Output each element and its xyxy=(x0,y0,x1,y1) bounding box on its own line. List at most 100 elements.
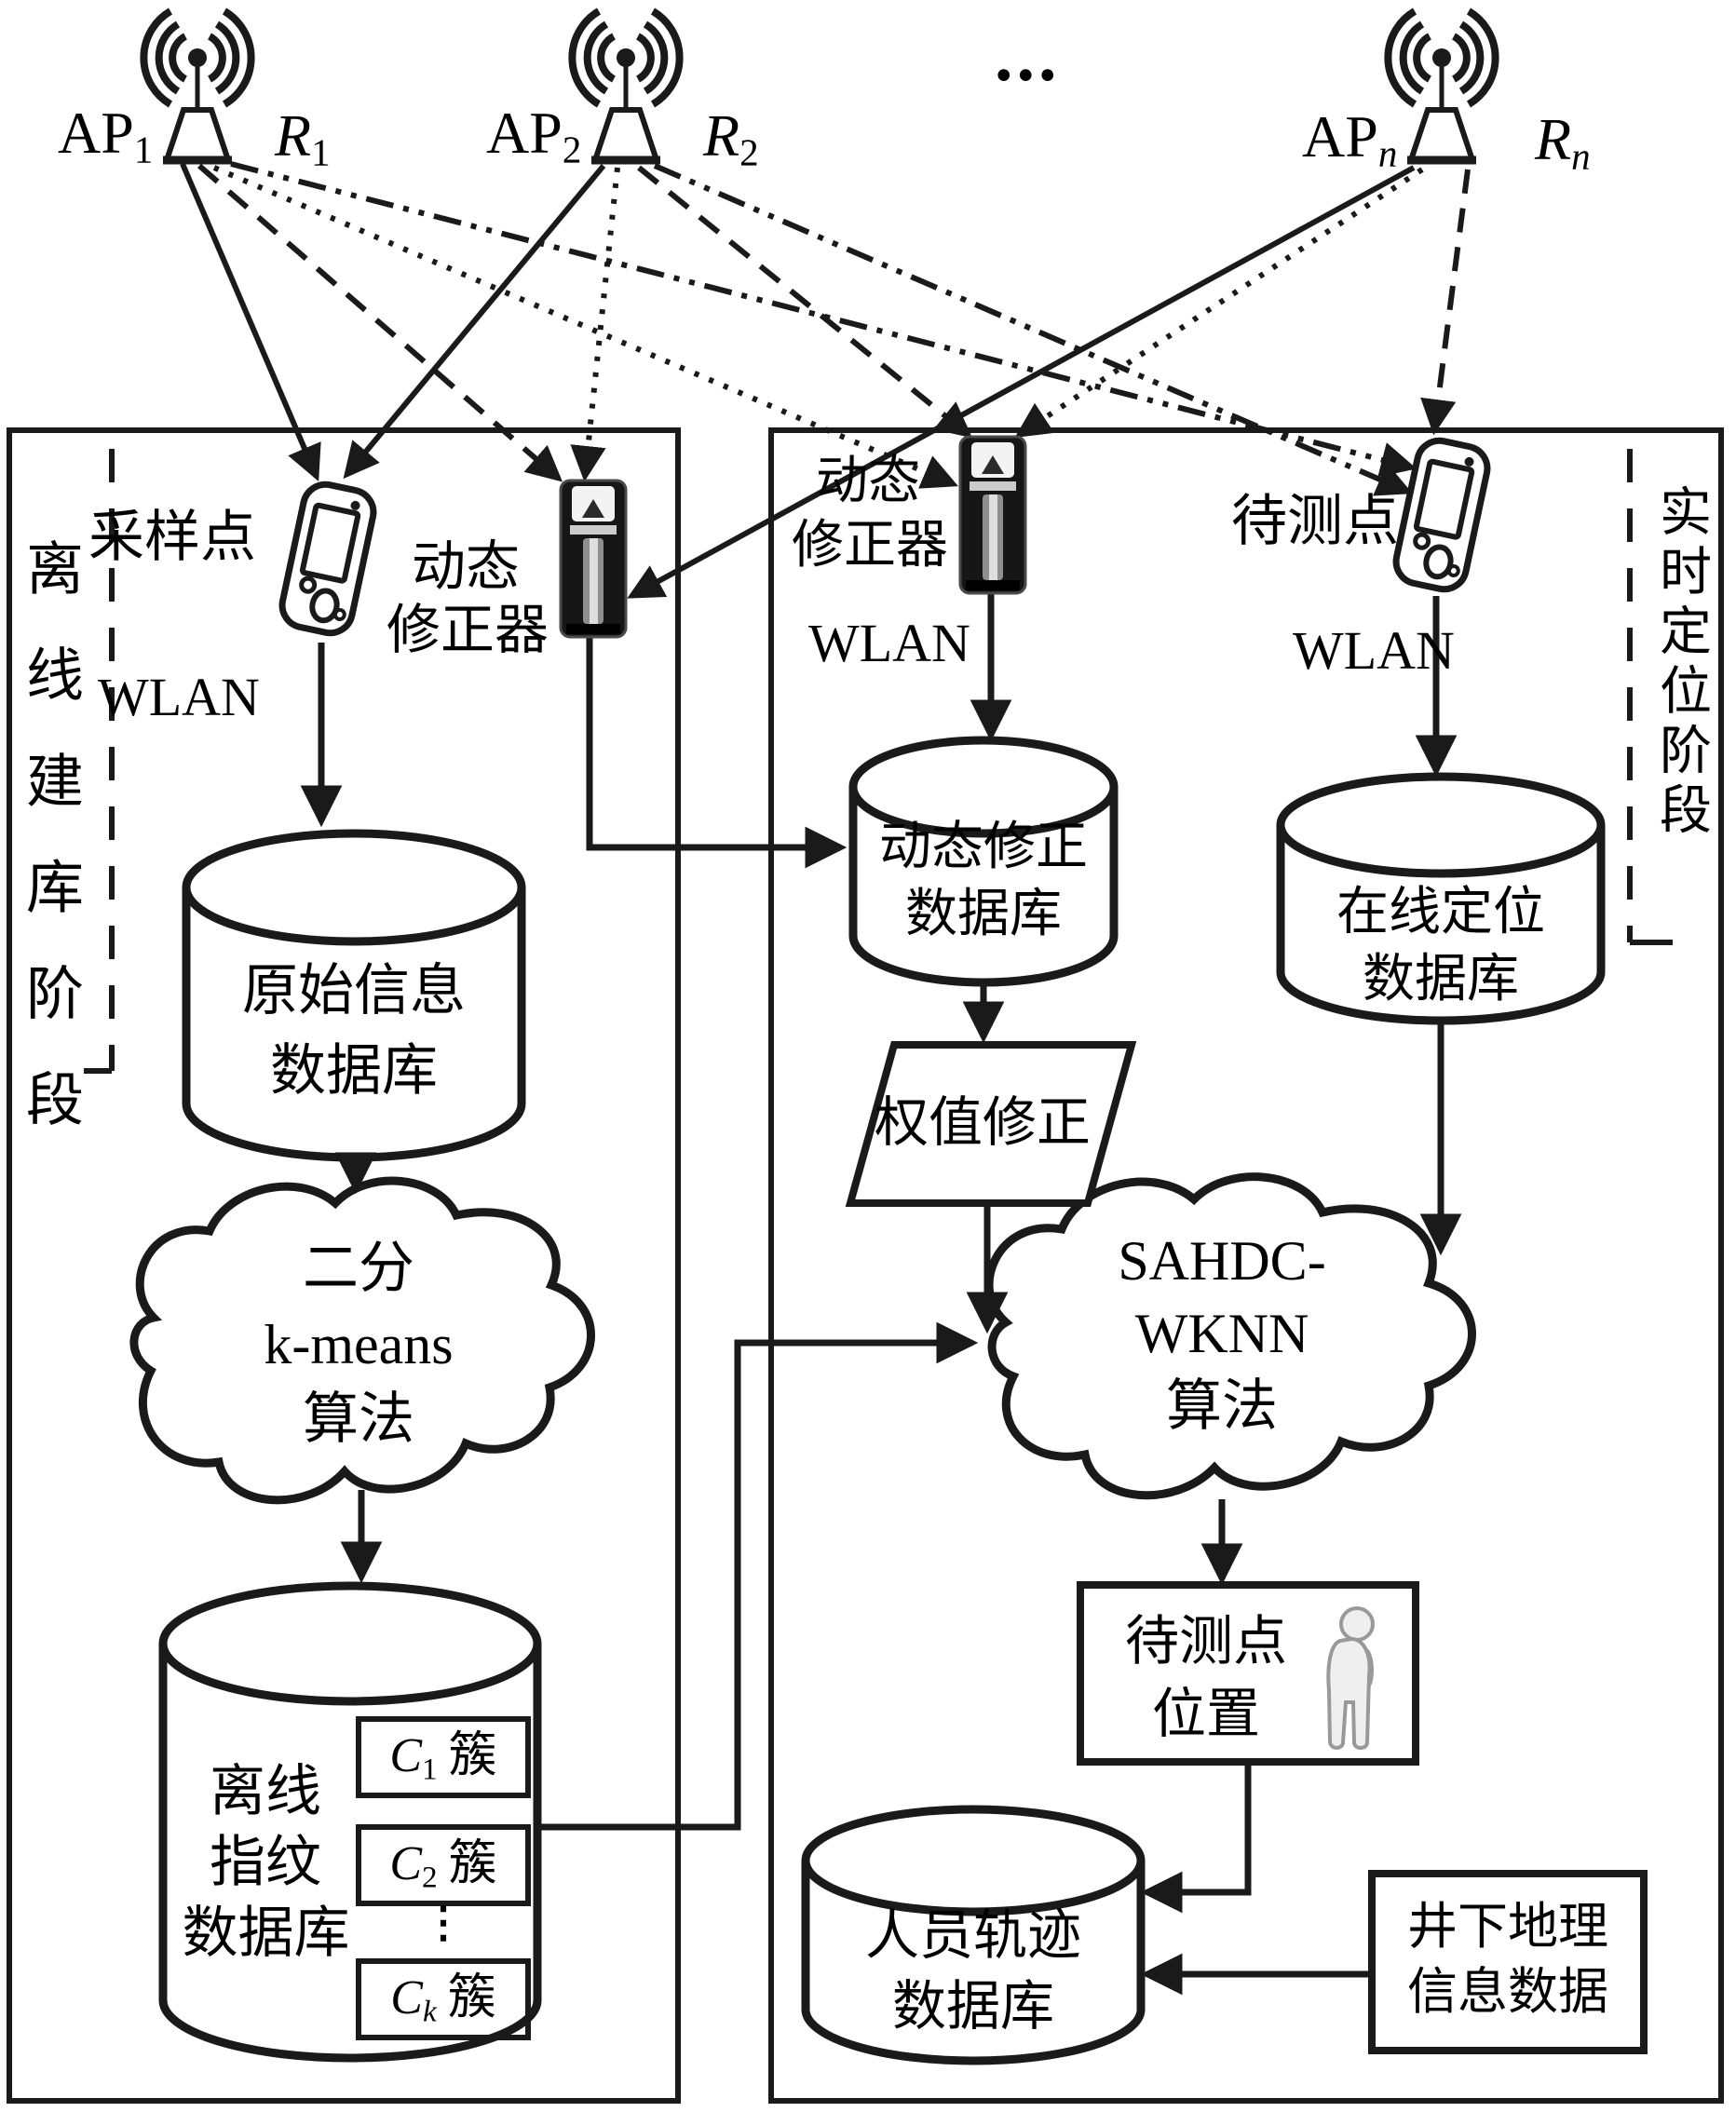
fingerprint-db-line1: 离线 xyxy=(210,1761,321,1822)
correction-database-cylinder xyxy=(848,736,1119,987)
signal-ap2-corrector2 xyxy=(637,165,973,439)
online-db-line1: 在线定位 xyxy=(1336,884,1545,941)
raw-info-database-cylinder xyxy=(182,829,526,1162)
weight-correction-node xyxy=(845,1041,1137,1207)
geo-info-box xyxy=(1368,1870,1648,2054)
signal-ap1-corrector1 xyxy=(197,163,563,482)
correction-db-line2: 数据库 xyxy=(905,886,1062,943)
r2-sub: 2 xyxy=(739,130,759,174)
online-phase-box xyxy=(768,427,1724,2104)
test-point-label: 待测点 xyxy=(1231,491,1399,552)
ap2-antenna-icon xyxy=(568,7,684,165)
online-database-cylinder xyxy=(1276,772,1606,1025)
dynamic-corrector-right-icon xyxy=(958,435,1027,595)
signal-ap2-testpoint xyxy=(653,163,1413,496)
corrector-left-label-line2: 修正器 xyxy=(386,600,549,660)
rn-name: R xyxy=(1535,106,1572,172)
rn-sub: n xyxy=(1571,134,1591,178)
raw-db-label-line1: 原始信息 xyxy=(242,960,466,1022)
signal-ap1-corrector2 xyxy=(212,165,958,489)
geo-info-line2: 信息数据 xyxy=(1407,1964,1608,2020)
apn-name: AP xyxy=(1302,103,1378,169)
r2-name: R xyxy=(703,102,740,169)
trajectory-db-line2: 数据库 xyxy=(891,1976,1054,2037)
cluster-ck-sub: k xyxy=(422,1994,437,2029)
ap1-antenna-icon xyxy=(140,7,255,165)
corrector-right-label-line2: 修正器 xyxy=(792,517,948,575)
weight-correction-label: 权值修正 xyxy=(874,1092,1091,1153)
ap1-name: AP xyxy=(58,100,134,166)
wlan-label-left: WLAN xyxy=(98,667,260,727)
fingerprint-db-line3: 数据库 xyxy=(182,1902,350,1964)
cluster-ck-suffix: 簇 xyxy=(447,1971,496,2024)
ap2-label: AP2 xyxy=(486,101,581,170)
offline-phase-box xyxy=(7,427,681,2104)
bisecting-kmeans-cloud xyxy=(129,1176,595,1505)
flow-arrows xyxy=(300,593,1462,1996)
corrector-left-label-line1: 动态 xyxy=(411,536,520,597)
correction-db-line1: 动态修正 xyxy=(879,819,1088,876)
cluster-ck-symbol: C xyxy=(390,1971,423,2024)
kmeans-cloud-line3: 算法 xyxy=(303,1388,414,1450)
target-position-line2: 位置 xyxy=(1151,1684,1260,1744)
online-phase-label: 实时定位阶段 xyxy=(1651,484,1710,842)
dynamic-corrector-left-icon xyxy=(559,479,628,639)
kmeans-cloud-line1: 二分 xyxy=(303,1238,414,1299)
sahdc-cloud-line3: 算法 xyxy=(1166,1375,1278,1437)
cluster-c2-symbol: C xyxy=(389,1837,423,1890)
cluster-c1-symbol: C xyxy=(389,1729,423,1782)
apn-antenna-icon xyxy=(1384,7,1499,165)
ap1-sub: 1 xyxy=(133,128,154,171)
offline-phase-label: 离线建库阶段 xyxy=(16,538,80,1175)
trajectory-db-line1: 人员轨迹 xyxy=(864,1905,1081,1966)
signal-ap2-sampling xyxy=(343,164,606,480)
sampling-point-label: 采样点 xyxy=(88,507,256,568)
sahdc-cloud-line1: SAHDC- xyxy=(1118,1230,1326,1292)
apn-label: APn xyxy=(1302,104,1397,174)
signal-ap1-sampling xyxy=(180,162,321,481)
ap1-label: AP1 xyxy=(58,101,153,170)
cluster-c2-sub: 2 xyxy=(422,1860,438,1895)
corrector-right-label-line1: 动态 xyxy=(816,453,920,510)
cluster-c1-box xyxy=(356,1716,531,1798)
ap2-name: AP xyxy=(486,100,563,166)
cluster-ck-box xyxy=(356,1958,531,2040)
sampling-point-pda-icon xyxy=(278,481,377,637)
cluster-dots: ⋮ xyxy=(422,1899,465,1946)
r1-name: R xyxy=(275,102,312,169)
wlan-label-right: WLAN xyxy=(1293,620,1455,681)
signal-apn-testpoint xyxy=(1420,169,1471,436)
arrow-corrector1-to-correctiondb xyxy=(586,637,848,869)
raw-db-label-line2: 数据库 xyxy=(270,1040,438,1102)
fingerprint-database-cylinder xyxy=(158,1581,542,2063)
target-position-line1: 待测点 xyxy=(1124,1611,1287,1672)
test-point-pda-icon xyxy=(1392,437,1491,593)
signal-apn-corrector1 xyxy=(627,165,1416,599)
r1-sub: 1 xyxy=(311,130,331,174)
cluster-c2-box xyxy=(356,1824,531,1906)
cluster-c2-suffix: 簇 xyxy=(448,1837,497,1890)
signal-apn-corrector2 xyxy=(1014,167,1424,438)
sahdc-wknn-cloud xyxy=(984,1172,1476,1500)
cluster-c1-suffix: 簇 xyxy=(448,1729,497,1782)
online-db-line2: 数据库 xyxy=(1363,951,1519,1009)
apn-sub: n xyxy=(1377,131,1398,175)
signal-lines xyxy=(180,161,1471,599)
r1-label: R1 xyxy=(275,103,331,173)
geo-info-line1: 井下地理 xyxy=(1407,1899,1608,1955)
person-icon xyxy=(1326,1606,1375,1750)
ap-ellipsis: ... xyxy=(995,15,1061,96)
cluster-c1-sub: 1 xyxy=(422,1752,438,1787)
wlan-label-middle: WLAN xyxy=(808,613,970,673)
trajectory-database-cylinder xyxy=(801,1805,1146,2065)
rn-label: Rn xyxy=(1535,107,1591,177)
signal-ap2-corrector1 xyxy=(570,167,620,482)
arrow-fingerprintdb-to-sahdc xyxy=(537,1321,979,1831)
sahdc-cloud-line2: WKNN xyxy=(1134,1303,1309,1364)
kmeans-cloud-line2: k-means xyxy=(264,1314,454,1375)
